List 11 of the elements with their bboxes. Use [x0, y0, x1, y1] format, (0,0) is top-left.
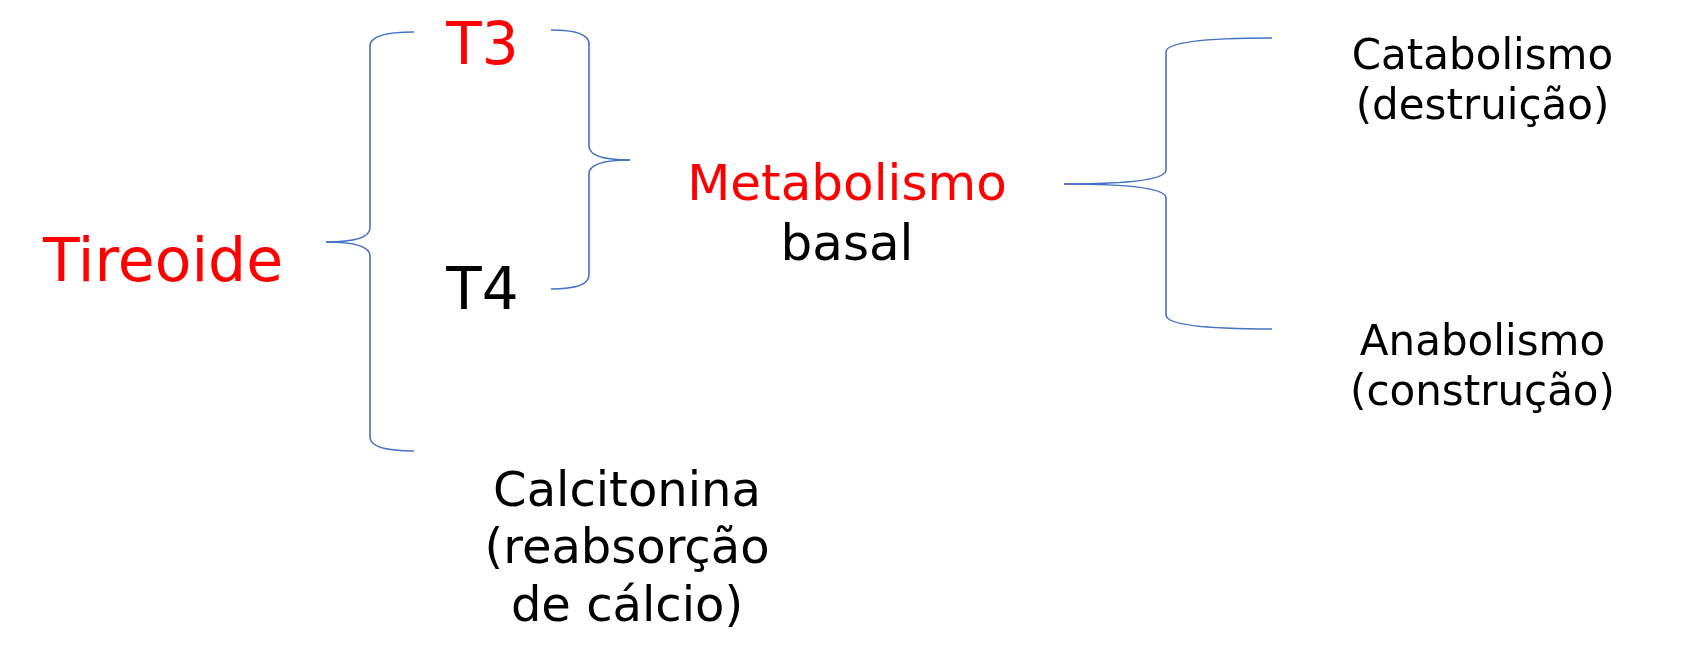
node-label: T3 [446, 10, 519, 80]
brace-connector [325, 241, 415, 452]
brace-connector [550, 159, 631, 290]
node-label: Tireoide [42, 224, 284, 296]
node-sublabel: basal [780, 213, 914, 273]
node-label: Anabolismo (construção) [1349, 315, 1616, 417]
brace-connector [1063, 183, 1273, 330]
node-label: Catabolismo (destruição) [1350, 29, 1615, 131]
node-label: Calcitonina (reabsorção de cálcio) [483, 460, 771, 634]
node-label: Metabolismo [687, 153, 1007, 213]
node-label: T4 [446, 255, 519, 325]
